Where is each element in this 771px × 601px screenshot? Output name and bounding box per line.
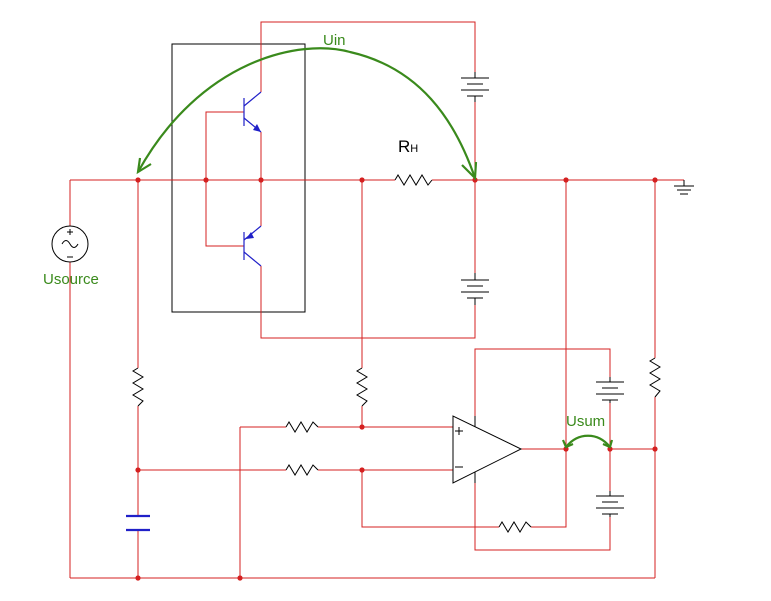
transistor-lower xyxy=(243,225,262,267)
resistor-rh xyxy=(394,174,433,186)
battery-top xyxy=(461,72,489,102)
resistor-right-vertical xyxy=(649,357,661,398)
usum-arrow xyxy=(561,434,614,449)
wiring xyxy=(69,21,684,579)
resistor-left-vertical xyxy=(132,367,144,407)
capacitor xyxy=(126,514,150,532)
junction-dots xyxy=(135,177,658,581)
rh-label-main: R xyxy=(398,137,410,156)
resistor-noninverting-input xyxy=(285,421,319,433)
rh-label: RH xyxy=(398,137,418,156)
uin-arrow xyxy=(136,47,478,181)
resistor-feedback xyxy=(498,521,532,533)
op-amp xyxy=(452,415,523,484)
resistor-inverting-input xyxy=(285,464,319,476)
battery-opamp-negative xyxy=(596,491,624,517)
uin-label: Uin xyxy=(323,32,346,49)
ground-symbol xyxy=(674,180,694,195)
usource-label: Usource xyxy=(43,271,99,288)
resistor-middle-vertical xyxy=(356,367,368,407)
usum-label: Usum xyxy=(566,413,605,430)
transistor-enclosure xyxy=(171,43,306,313)
transistor-upper xyxy=(243,91,262,133)
rh-label-sub: H xyxy=(410,143,418,155)
battery-middle xyxy=(461,273,489,305)
ac-source xyxy=(51,225,89,263)
battery-opamp-positive xyxy=(596,377,624,403)
